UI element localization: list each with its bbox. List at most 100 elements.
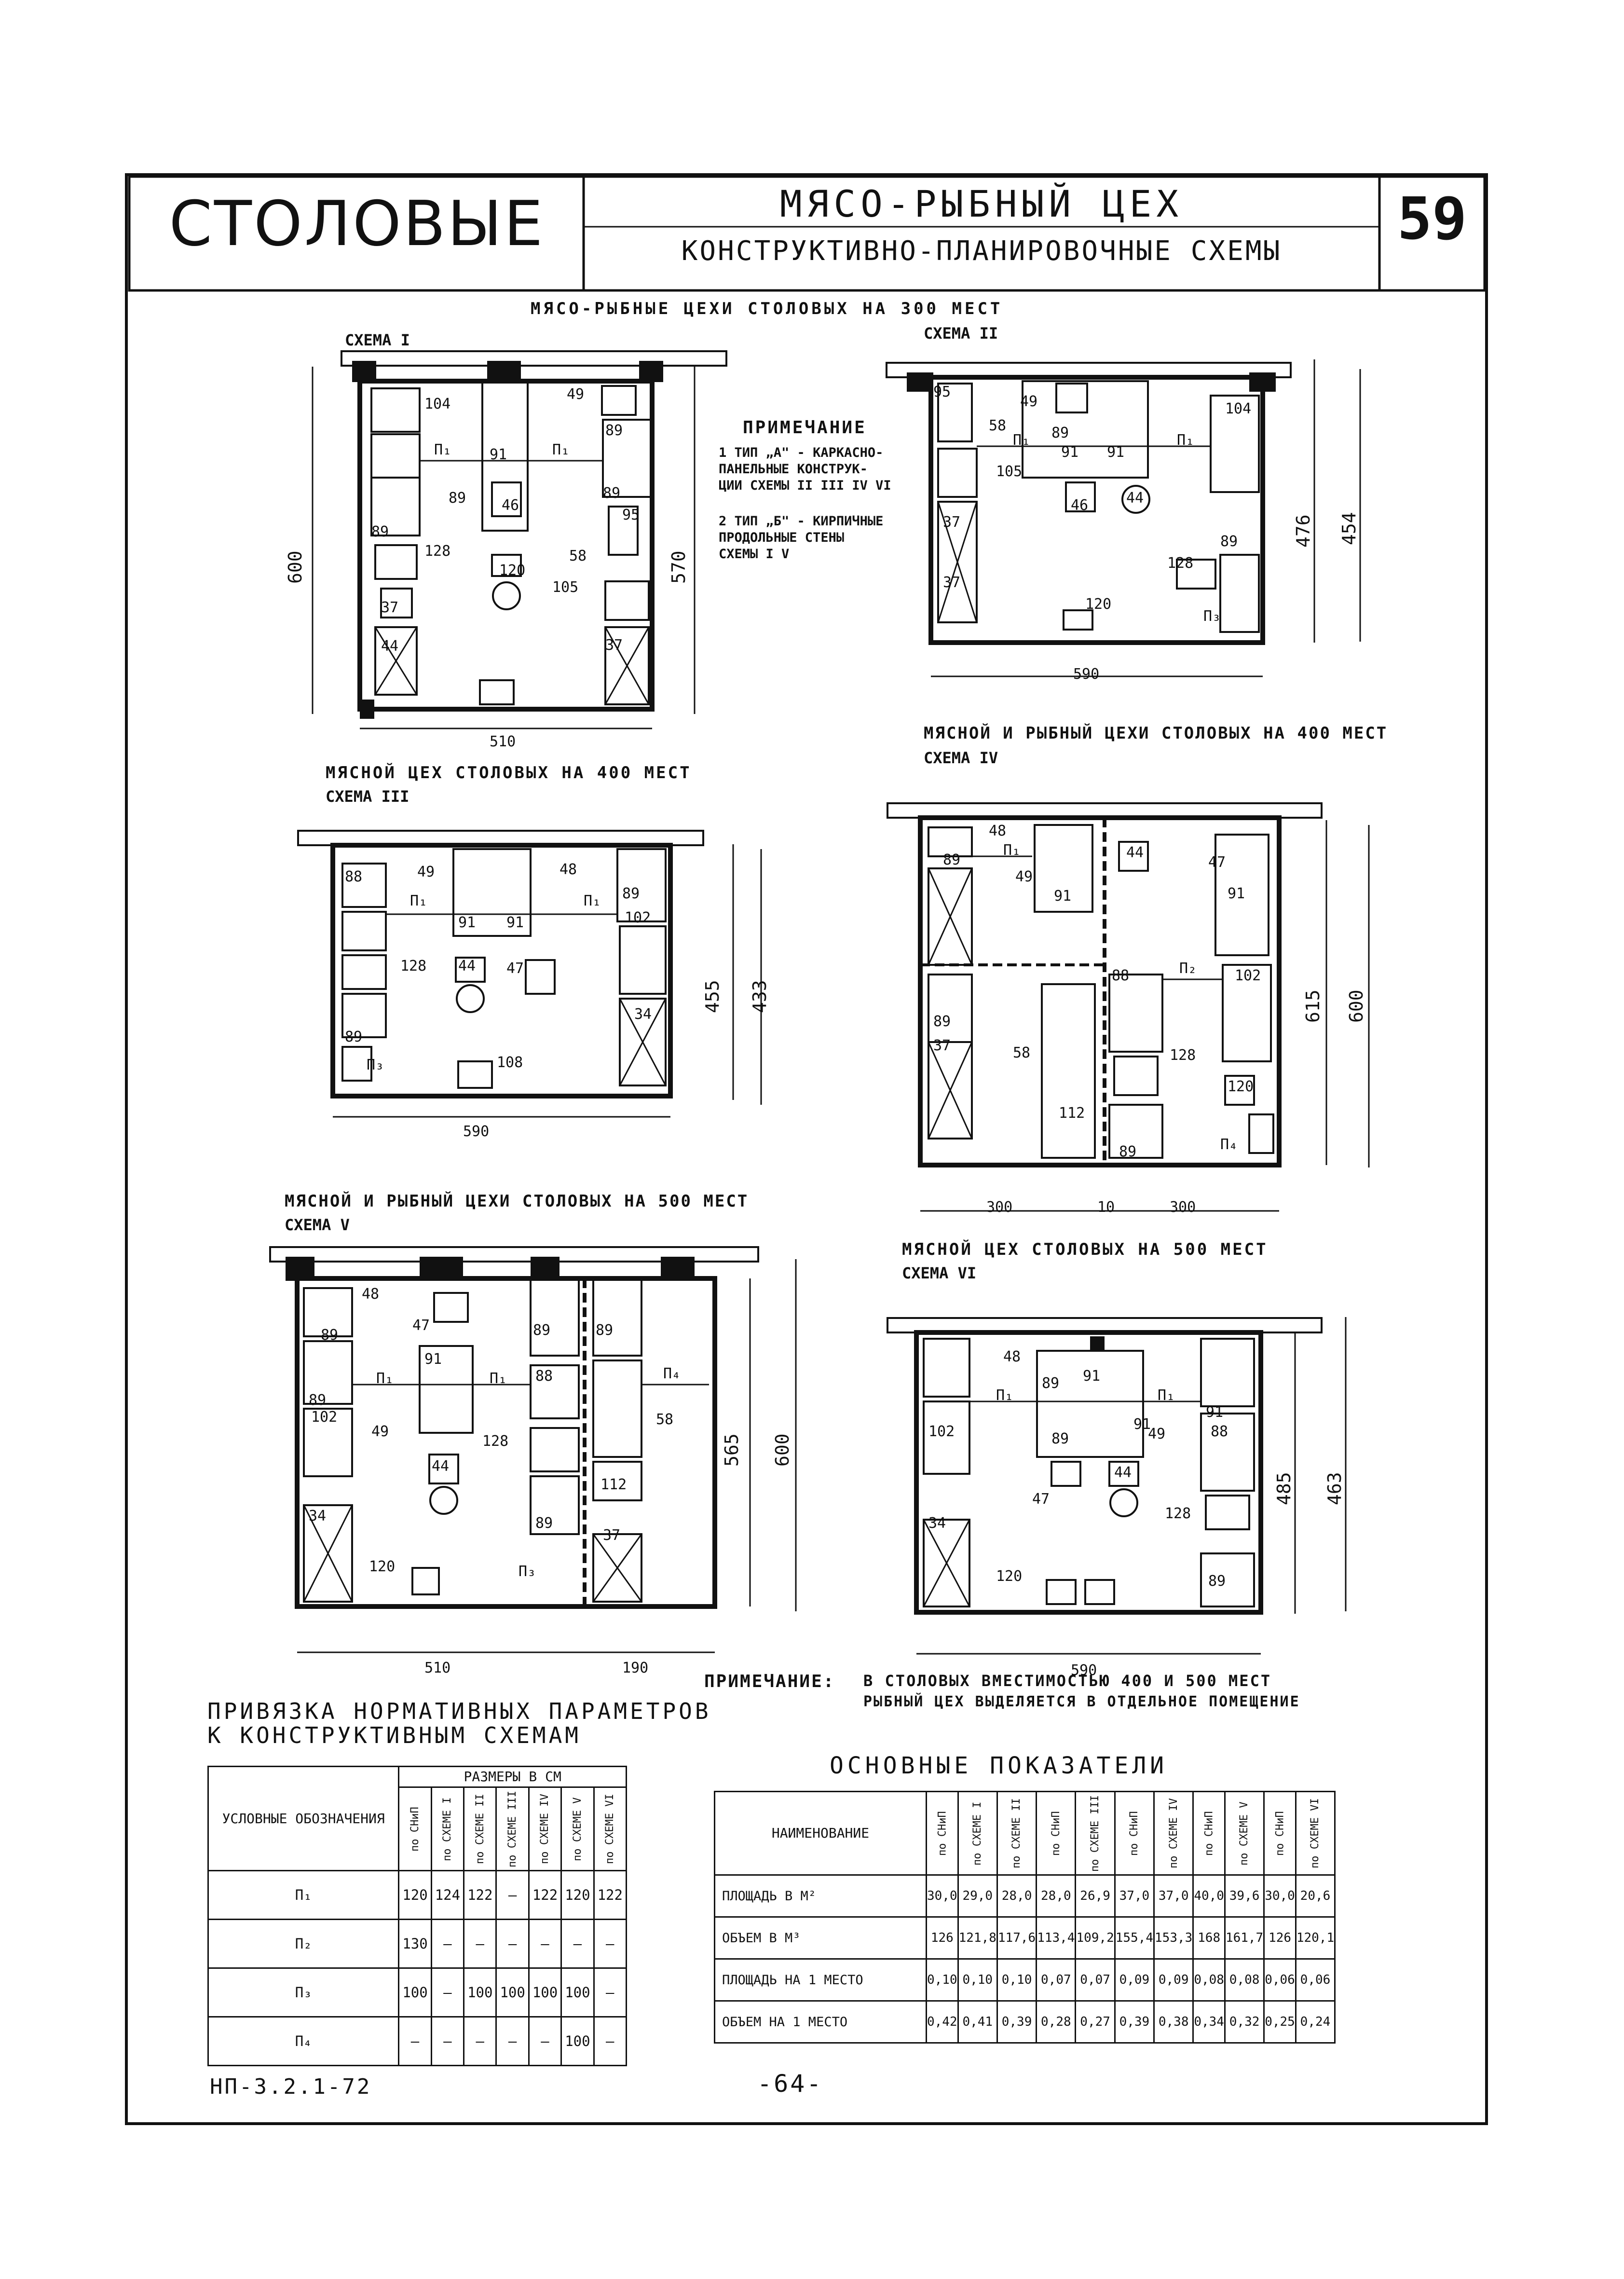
plan-p2-equipment-label: 89 bbox=[1220, 533, 1238, 550]
table-2-cell: 37,0 bbox=[1153, 1874, 1194, 1918]
sheet-title-line-2: КОНСТРУКТИВНО-ПЛАНИРОВОЧНЫЕ СХЕМЫ bbox=[681, 235, 1282, 267]
plan-p4-width-dimension: 10 bbox=[1097, 1199, 1115, 1216]
table-2-cell: 0,09 bbox=[1153, 1958, 1194, 2002]
note-2-line-1: В СТОЛОВЫХ ВМЕСТИМОСТЬЮ 400 И 500 МЕСТ bbox=[863, 1672, 1272, 1690]
plan-p2-equipment-label: 104 bbox=[1225, 400, 1252, 417]
table-1-row: П₂ 130 — — — — — — bbox=[207, 1919, 628, 1969]
plan-schema-3 bbox=[297, 830, 762, 1118]
plan-p5-width-dimension: 510 bbox=[424, 1660, 451, 1676]
plan-p6-equipment-label: 34 bbox=[928, 1515, 946, 1532]
table-2-column-header: по СНиП bbox=[1264, 1791, 1296, 1875]
plan-p4-equipment-label: П₄ bbox=[1220, 1136, 1238, 1153]
table-1-cell: 100 bbox=[528, 1967, 562, 2018]
plan-p3-equipment-label: П₃ bbox=[367, 1057, 384, 1073]
table-2-cell: 0,28 bbox=[1036, 2000, 1077, 2044]
plan-p4-equipment-label: 48 bbox=[989, 823, 1007, 839]
plan-p6-equipment-label: 91 bbox=[1206, 1404, 1224, 1421]
note-1-line: СХЕМЫ I V bbox=[719, 547, 790, 562]
page-number: -64- bbox=[757, 2070, 823, 2098]
plan-schema-5 bbox=[269, 1246, 797, 1653]
plan-p4-equipment-label: 49 bbox=[1015, 868, 1033, 885]
table-2-cell: 0,08 bbox=[1192, 1958, 1226, 2002]
plan-p2-equipment-label: 46 bbox=[1071, 497, 1089, 514]
table-1-cell: — bbox=[463, 1919, 497, 1969]
table-2-cell: 0,09 bbox=[1114, 1958, 1155, 2002]
table-1-cell: — bbox=[593, 1967, 628, 2018]
plan-p4-equipment-label: 89 bbox=[943, 851, 961, 868]
table-2-row-name: ОБЪЕМ В М³ bbox=[714, 1916, 927, 1960]
note-1-line: 1 ТИП „А" - КАРКАСНО- bbox=[719, 445, 884, 460]
plan-p5-equipment-label: 112 bbox=[600, 1476, 627, 1493]
table-1-row-name: П₄ bbox=[207, 2016, 400, 2066]
plan-p4-equipment-label: 128 bbox=[1170, 1047, 1196, 1064]
table-2-row-name: ОБЪЕМ НА 1 МЕСТО bbox=[714, 2000, 927, 2044]
plan-p5-height-dimension: 565 bbox=[721, 1433, 742, 1467]
caption-schema-1: СХЕМА I bbox=[345, 331, 410, 349]
table-2-column-header: по СХЕМЕ I bbox=[958, 1791, 997, 1875]
plan-p3-equipment-label: 88 bbox=[345, 868, 363, 885]
plan-p4-equipment-label: 58 bbox=[1013, 1044, 1031, 1061]
table-2-column-header: по СХЕМЕ IV bbox=[1154, 1791, 1193, 1875]
table-2-cell: 126 bbox=[1263, 1916, 1296, 1960]
plan-p1-equipment-label: 104 bbox=[424, 396, 451, 412]
plan-p2-equipment-label: П₃ bbox=[1203, 608, 1221, 625]
plan-p6-equipment-label: П₁ bbox=[1158, 1387, 1175, 1404]
plan-p3-equipment-label: 108 bbox=[497, 1054, 523, 1071]
plan-p4-equipment-label: 37 bbox=[933, 1037, 951, 1054]
table-1-cell: — bbox=[430, 1919, 465, 1969]
table-1-row: П₃ 100 — 100 100 100 100 — bbox=[207, 1967, 628, 2018]
plan-p2-equipment-label: 105 bbox=[996, 463, 1023, 480]
table-1-cell: 120 bbox=[560, 1870, 595, 1920]
plan-p6-height-dimension: 485 bbox=[1273, 1472, 1295, 1505]
table-2-cell: 126 bbox=[926, 1916, 959, 1960]
table-1-column-header: по СХЕМЕ IV bbox=[529, 1787, 561, 1871]
plan-p5-equipment-label: 102 bbox=[311, 1409, 338, 1426]
table-1-row-name: П₂ bbox=[207, 1919, 400, 1969]
table-2-cell: 0,06 bbox=[1295, 1958, 1336, 2002]
plan-p6-equipment-label: 120 bbox=[996, 1568, 1023, 1585]
plan-p1-equipment-label: 128 bbox=[424, 543, 451, 560]
plan-p5-equipment-label: 49 bbox=[371, 1423, 389, 1440]
note-2-line-2: РЫБНЫЙ ЦЕХ ВЫДЕЛЯЕТСЯ В ОТДЕЛЬНОЕ ПОМЕЩЕ… bbox=[863, 1693, 1300, 1710]
plan-p5-equipment-label: 34 bbox=[309, 1508, 327, 1524]
plan-schema-4 bbox=[887, 802, 1370, 1212]
plan-p6-equipment-label: 88 bbox=[1211, 1423, 1228, 1440]
plan-p4-equipment-label: 120 bbox=[1228, 1078, 1254, 1095]
table-1-cell: — bbox=[398, 2016, 432, 2066]
plan-p5-equipment-label: 89 bbox=[535, 1515, 553, 1532]
table-2-column-header: по СНиП bbox=[1036, 1791, 1076, 1875]
document-code: НП-3.2.1-72 bbox=[210, 2074, 372, 2099]
table-2-row-name: ПЛОЩАДЬ В М² bbox=[714, 1874, 927, 1918]
table-2-cell: 0,06 bbox=[1263, 1958, 1296, 2002]
plan-p5-equipment-label: 89 bbox=[596, 1322, 614, 1339]
table-2-cell: 30,0 bbox=[1263, 1874, 1296, 1918]
caption-schema-4: СХЕМА IV bbox=[924, 749, 998, 767]
plan-p3-equipment-label: П₁ bbox=[410, 892, 428, 909]
plan-p4-equipment-label: 112 bbox=[1059, 1105, 1085, 1122]
table-2-cell: 0,08 bbox=[1224, 1958, 1265, 2002]
table-2-cell: 0,10 bbox=[926, 1958, 959, 2002]
page-frame bbox=[125, 173, 1488, 2125]
table-2-cell: 0,39 bbox=[996, 2000, 1037, 2044]
plan-p1-equipment-label: 89 bbox=[371, 523, 389, 540]
table-2-cell: 109,2 bbox=[1075, 1916, 1116, 1960]
plan-p4-equipment-label: П₂ bbox=[1179, 960, 1197, 977]
note-1-line: ПАНЕЛЬНЫЕ КОНСТРУК- bbox=[719, 462, 868, 477]
table-1-cell: 120 bbox=[398, 1870, 432, 1920]
table-2-cell: 168 bbox=[1192, 1916, 1226, 1960]
table-1-title-line-1: ПРИВЯЗКА НОРМАТИВНЫХ ПАРАМЕТРОВ bbox=[207, 1698, 711, 1724]
plan-p1-equipment-label: 37 bbox=[381, 599, 399, 616]
note-1-line: 2 ТИП „Б" - КИРПИЧНЫЕ bbox=[719, 514, 884, 529]
table-1-row-name: П₃ bbox=[207, 1967, 400, 2018]
caption-500-seats-meat-fish: МЯСНОЙ И РЫБНЫЙ ЦЕХИ СТОЛОВЫХ НА 500 МЕС… bbox=[285, 1192, 749, 1211]
table-2-cell: 0,07 bbox=[1036, 1958, 1077, 2002]
table-2-cell: 0,24 bbox=[1295, 2000, 1336, 2044]
plan-p5-equipment-label: 37 bbox=[603, 1527, 621, 1544]
table-2-column-header: по СНиП bbox=[926, 1791, 958, 1875]
table-1-cell: — bbox=[430, 1967, 465, 2018]
plan-p1-equipment-label: 89 bbox=[605, 422, 623, 439]
table-2-cell: 117,6 bbox=[996, 1916, 1037, 1960]
plan-p3-equipment-label: 89 bbox=[622, 885, 640, 902]
plan-p6-equipment-label: 128 bbox=[1165, 1505, 1191, 1522]
table-1-row-header: УСЛОВНЫЕ ОБОЗНАЧЕНИЯ bbox=[207, 1766, 400, 1871]
